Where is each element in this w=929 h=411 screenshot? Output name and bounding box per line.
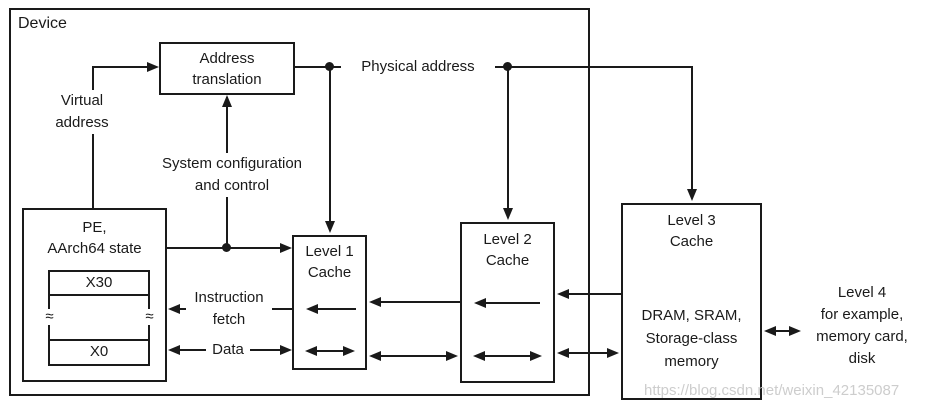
system-config-label-line2: and control: [194, 177, 270, 194]
system-config-label-line1: System configuration: [161, 155, 303, 172]
physical-drop-l1-arrowhead: [325, 221, 335, 233]
register-x30: X30: [50, 272, 148, 296]
l2-l3-data-arrowhead-left: [557, 348, 569, 358]
break-mark-left: ≈: [42, 309, 57, 325]
data-line-left: [178, 349, 206, 351]
level3-body-line2: Storage-class: [645, 330, 738, 347]
address-translation-label-line2: translation: [192, 71, 262, 88]
l3-to-l2-arrowhead: [557, 289, 569, 299]
physical-drop-l3-arrowhead: [687, 189, 697, 201]
level4-label: Level 4 for example, memory card, disk: [792, 282, 929, 370]
system-config-label: System configuration and control: [137, 153, 327, 197]
l3-l4-data-arrowhead-left: [764, 326, 776, 336]
l3-l4-data-arrowhead-right: [789, 326, 801, 336]
data-label: Data: [212, 341, 244, 358]
pe-to-l1-line: [167, 247, 282, 249]
l3-l4-data-line: [772, 330, 793, 332]
virtual-address-line-v2: [92, 134, 94, 208]
instruction-fetch-label-line2: fetch: [212, 311, 246, 328]
level1-label-line2: Cache: [307, 264, 352, 281]
level3-label-line2: Cache: [669, 233, 714, 250]
virtual-address-label-line2: address: [55, 114, 109, 131]
data-line-right: [250, 349, 282, 351]
l2-to-l1-line: [379, 301, 460, 303]
level3-body-line1: DRAM, SRAM,: [641, 307, 742, 324]
level4-label-line3: memory card,: [816, 328, 908, 345]
level1-label-line1: Level 1: [305, 243, 354, 260]
instruction-fetch-label-line1: Instruction: [194, 289, 264, 306]
l1-l2-data-arrowhead-right: [446, 351, 458, 361]
l1-data-arrowhead-left: [305, 346, 317, 356]
physical-drop-l2-line: [507, 66, 509, 210]
instruction-fetch-arrowhead-pe: [168, 304, 180, 314]
level3-body-line3: memory: [664, 353, 719, 370]
device-label: Device: [18, 15, 67, 32]
virtual-address-label-line1: Virtual: [60, 92, 104, 109]
level2-label-line2: Cache: [485, 252, 530, 269]
l2-to-l1-arrowhead: [369, 297, 381, 307]
data-arrowhead-l1: [280, 345, 292, 355]
l1-instruction-arrowhead: [306, 304, 318, 314]
virtual-address-line-v1: [92, 67, 94, 91]
virtual-address-label: Virtual address: [42, 90, 122, 134]
l2-instruction-line: [482, 302, 540, 304]
break-mark-right: ≈: [142, 309, 157, 325]
register-gap: [50, 296, 148, 341]
virtual-address-arrowhead: [147, 62, 159, 72]
l2-data-line: [481, 355, 534, 357]
watermark-text: https://blog.csdn.net/weixin_42135087: [644, 382, 900, 399]
l1-data-arrowhead-right: [343, 346, 355, 356]
l2-l3-data-arrowhead-right: [607, 348, 619, 358]
physical-drop-l1-line: [329, 66, 331, 223]
physical-drop-l3-line: [691, 66, 693, 191]
level3-label-line1: Level 3: [667, 212, 716, 229]
l1-instruction-line: [314, 308, 356, 310]
level4-label-line4: disk: [848, 350, 876, 367]
instruction-fetch-line-right: [272, 308, 292, 310]
level2-label-line1: Level 2: [483, 231, 532, 248]
system-config-arrowhead: [222, 95, 232, 107]
address-translation-box: Address translation: [159, 42, 295, 95]
register-x0: X0: [89, 343, 109, 360]
level4-label-line2: for example,: [820, 306, 904, 323]
instruction-fetch-label: Instruction fetch: [184, 287, 274, 331]
l3-to-l2-line: [567, 293, 621, 295]
physical-address-label: Physical address: [341, 56, 495, 78]
pe-label-line2: AArch64 state: [47, 240, 142, 257]
l1-l2-data-arrowhead-left: [369, 351, 381, 361]
virtual-address-line-h: [92, 66, 147, 68]
l1-l2-data-line: [377, 355, 450, 357]
pe-to-l1-arrowhead: [280, 243, 292, 253]
data-arrowhead-pe: [168, 345, 180, 355]
level4-label-line1: Level 4: [837, 284, 887, 301]
l1-data-line: [313, 350, 347, 352]
l2-data-arrowhead-right: [530, 351, 542, 361]
register-file-box: X30 X0: [48, 270, 150, 366]
address-translation-label-line1: Address: [199, 50, 255, 67]
l2-data-arrowhead-left: [473, 351, 485, 361]
pe-label-line1: PE,: [82, 219, 107, 236]
l2-l3-data-line: [565, 352, 611, 354]
l2-instruction-arrowhead: [474, 298, 486, 308]
physical-drop-l2-arrowhead: [503, 208, 513, 220]
instruction-fetch-line-left: [178, 308, 186, 310]
level3-cache-box: Level 3 Cache DRAM, SRAM, Storage-class …: [621, 203, 762, 400]
